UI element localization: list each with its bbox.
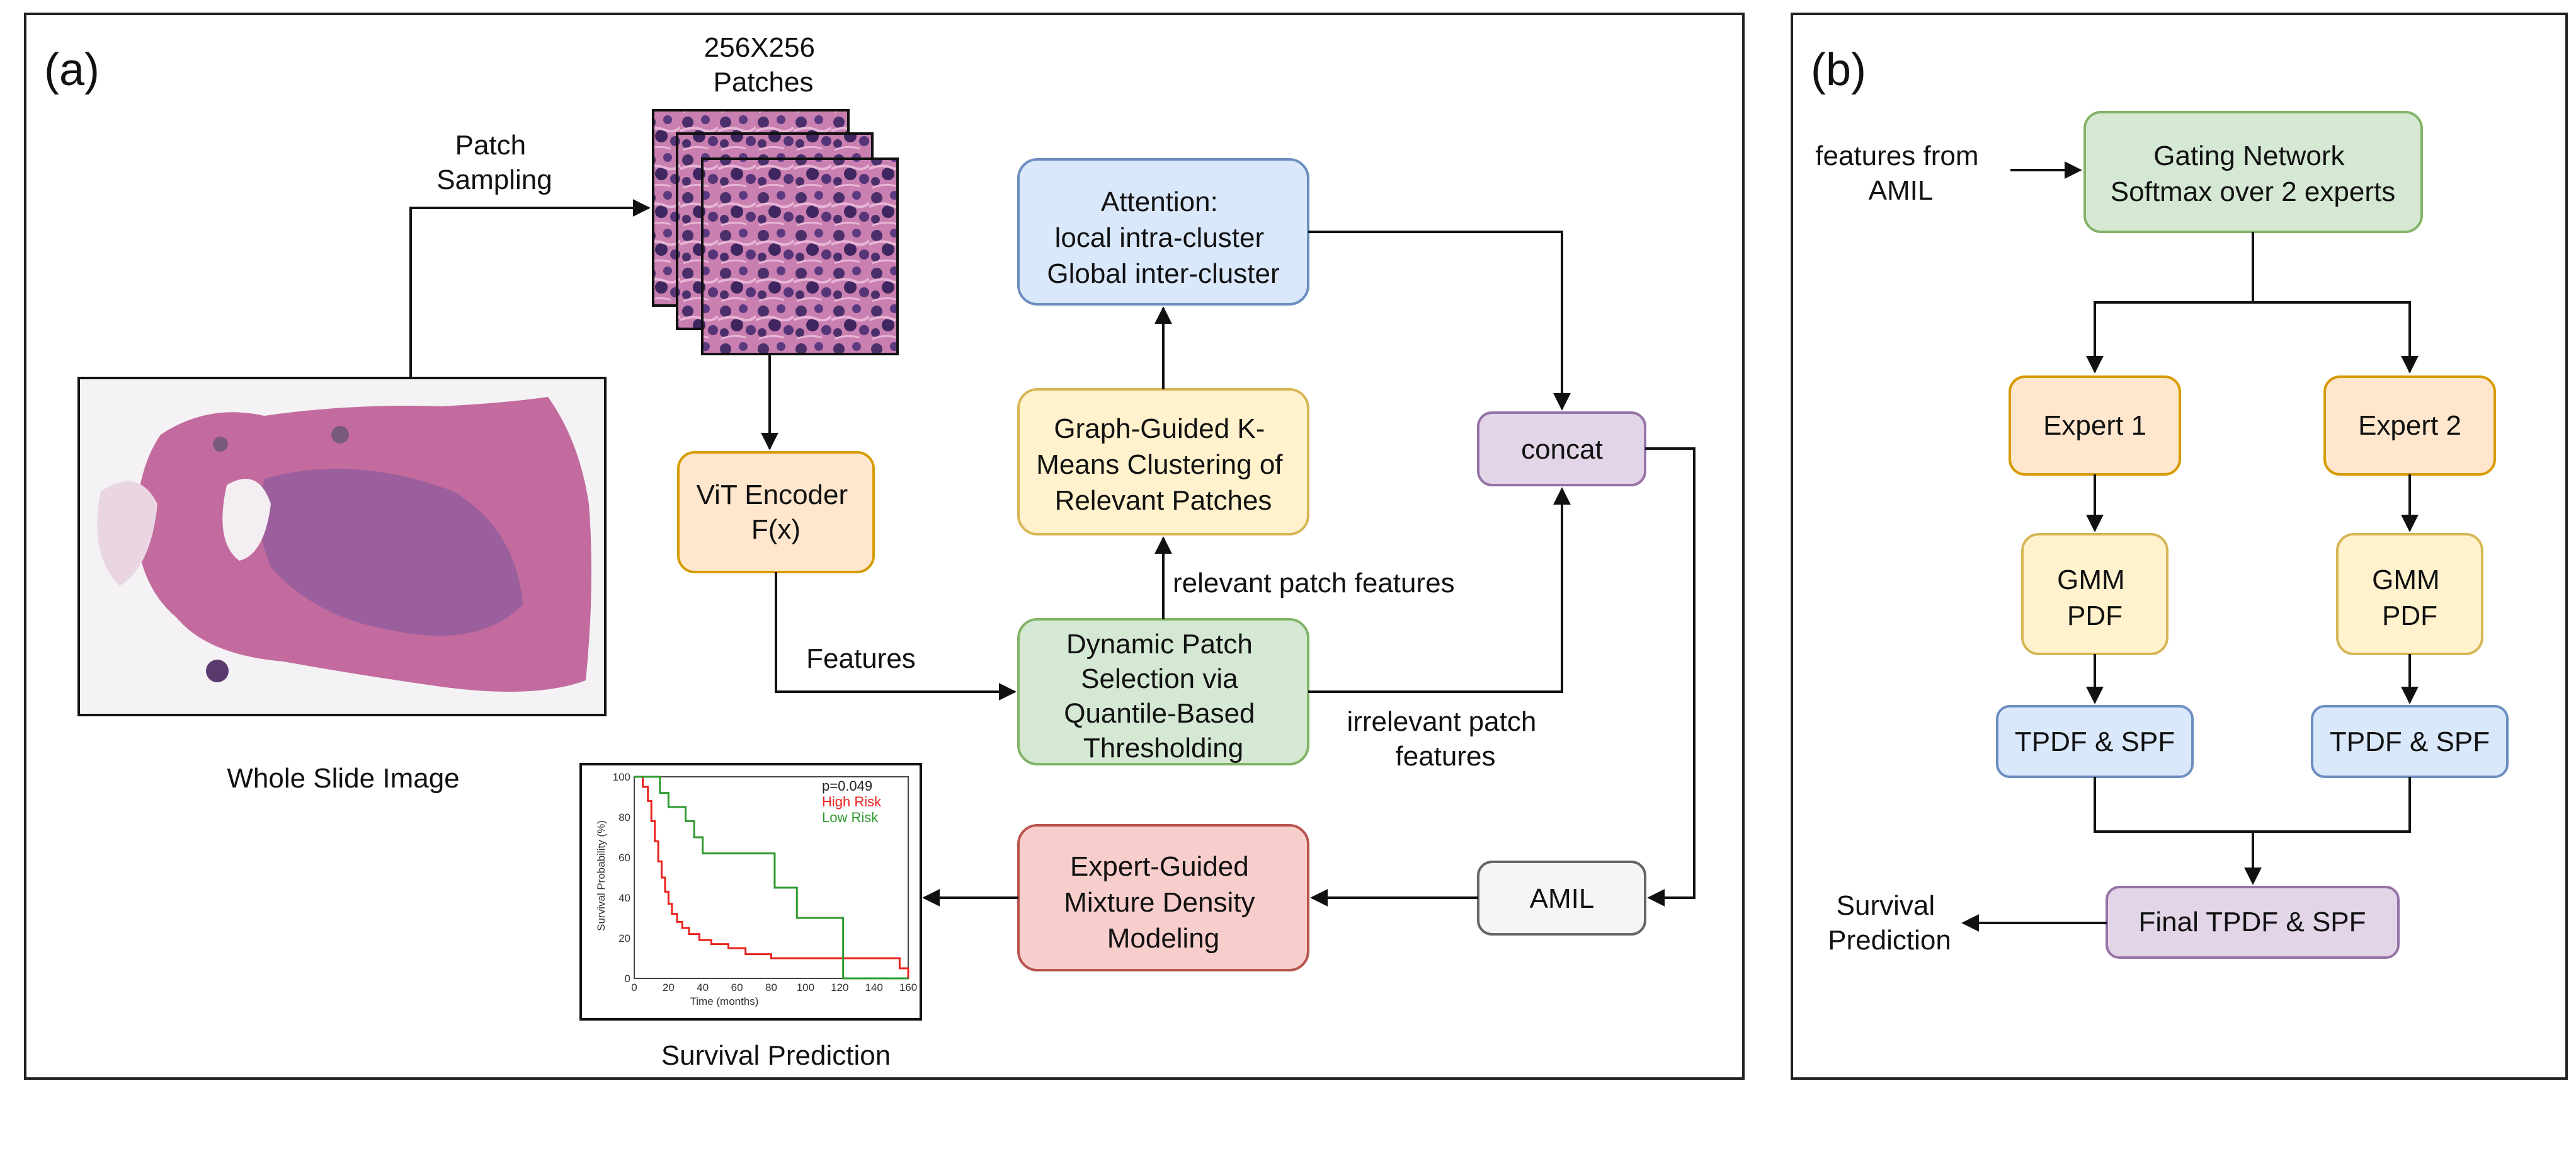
patch-stack: [652, 109, 899, 355]
svg-text:Final TPDF & SPF: Final TPDF & SPF: [2138, 907, 2366, 937]
km-y-tick: 60: [618, 852, 630, 864]
svg-text:Gating Network Softmax o: Gating Network Softmax over 2 experts: [2111, 140, 2395, 207]
svg-text:AMIL: AMIL: [1530, 883, 1595, 914]
km-plot: 0 20 40 60 80 100 120 140 160 0 20 40 60 80 100 p=0.04…: [579, 763, 922, 1021]
dynamic-selection-box: Dynamic Patch Selection via Quantile-Bas…: [1017, 618, 1309, 765]
gmm-pdf-box-1: GMM PDF: [2021, 533, 2169, 655]
edge-gating-split: [2086, 232, 2254, 374]
km-x-tick: 0: [631, 982, 637, 994]
features-label: Features: [806, 643, 916, 674]
edge-tpdf-merge: [2094, 777, 2411, 833]
attention-box: Attention: local intra-cluster Global in…: [1017, 158, 1309, 306]
survival-caption: Survival Prediction: [661, 1040, 891, 1071]
svg-text:Expert-Guided Mixture De: Expert-Guided Mixture Density Modeling: [1064, 851, 1262, 954]
patches-title: 256X256 Patches: [704, 32, 823, 98]
km-high-risk-legend: High Risk: [822, 794, 882, 810]
features-from-amil: features from AMIL: [1815, 140, 1986, 206]
panel-a-label: (a): [44, 45, 100, 95]
svg-text:Attention: local intra-c: Attention: local intra-cluster Global in…: [1047, 186, 1279, 289]
gmm-pdf-box-2: GMM PDF: [2336, 533, 2483, 655]
svg-text:Expert 2: Expert 2: [2358, 410, 2461, 441]
km-axes: 0 20 40 60 80 100 120 140 160 0 20 40 60 80 100: [613, 771, 918, 994]
edge-concat-to-amil: [1645, 447, 1695, 907]
svg-text:GMM PDF: GMM PDF: [2057, 564, 2133, 631]
km-x-tick: 100: [797, 982, 814, 994]
concat-box: concat: [1477, 411, 1646, 486]
km-p-value: p=0.049: [822, 778, 872, 794]
panel-b-label: (b): [1811, 45, 1866, 95]
clustering-box: Graph-Guided K- Means Clustering of Rele…: [1017, 388, 1309, 535]
km-x-tick: 120: [831, 982, 848, 994]
wsi-caption: Whole Slide Image: [227, 763, 459, 794]
edge-gating-to-expert2: [2253, 301, 2419, 374]
patch-sampling-label: Patch Sampling: [436, 130, 552, 195]
km-x-tick: 40: [697, 982, 709, 994]
gating-network-box: Gating Network Softmax over 2 experts: [2083, 111, 2423, 233]
expert1-box: Expert 1: [2009, 375, 2181, 476]
expert2-box: Expert 2: [2323, 375, 2496, 476]
vit-encoder-box: ViT Encoder F(x): [677, 451, 875, 573]
svg-text:GMM PDF: GMM PDF: [2372, 564, 2448, 631]
mixture-density-box: Expert-Guided Mixture Density Modeling: [1017, 824, 1309, 971]
km-y-tick: 100: [613, 771, 630, 783]
km-x-tick: 160: [899, 982, 917, 994]
km-plot-area: [634, 776, 909, 979]
whole-slide-image: [77, 377, 607, 716]
km-series-high-risk: [634, 776, 909, 978]
km-xlabel: Time (months): [690, 995, 759, 1007]
km-y-tick: 20: [618, 932, 630, 944]
km-low-risk-legend: Low Risk: [822, 810, 879, 825]
svg-text:Expert 1: Expert 1: [2043, 410, 2146, 441]
edge-vit-to-selection: [775, 572, 1017, 701]
edge-attention-to-concat: [1308, 231, 1571, 411]
svg-text:Dynamic Patch Selection: Dynamic Patch Selection via Quantile-Bas…: [1064, 629, 1263, 764]
km-series-group: [634, 776, 909, 980]
svg-text:Graph-Guided K- Means Cl: Graph-Guided K- Means Clustering of Rele…: [1036, 413, 1291, 516]
km-ylabel: Survival Probability (%): [595, 820, 607, 931]
edge-selection-to-concat: [1308, 487, 1571, 693]
amil-box: AMIL: [1477, 861, 1646, 936]
final-tpdf-spf-box: Final TPDF & SPF: [2106, 886, 2400, 959]
edge-wsi-to-patches: [409, 199, 651, 378]
relevant-features-label: relevant patch features: [1173, 568, 1455, 598]
panel-b-frame: [1791, 13, 2568, 1080]
km-x-tick: 20: [663, 982, 675, 994]
km-y-tick: 40: [618, 892, 630, 904]
km-x-tick: 80: [765, 982, 777, 994]
irrelevant-features-label: irrelevant patch features: [1347, 706, 1544, 772]
svg-text:ViT Encoder F(x): ViT Encoder F(x): [697, 479, 856, 545]
tpdf-spf-box-2: TPDF & SPF: [2311, 705, 2509, 778]
svg-text:TPDF & SPF: TPDF & SPF: [2015, 726, 2175, 757]
km-x-tick: 140: [865, 982, 882, 994]
survival-prediction-label: Survival Prediction: [1828, 890, 1951, 956]
km-y-tick: 80: [618, 811, 630, 823]
km-series-low-risk: [634, 776, 908, 980]
km-x-tick: 60: [731, 982, 743, 994]
km-y-tick: 0: [625, 973, 630, 985]
svg-text:TPDF & SPF: TPDF & SPF: [2330, 726, 2490, 757]
panel-a-frame: [24, 13, 1745, 1080]
tpdf-spf-box-1: TPDF & SPF: [1996, 705, 2194, 778]
svg-text:concat: concat: [1521, 434, 1603, 465]
